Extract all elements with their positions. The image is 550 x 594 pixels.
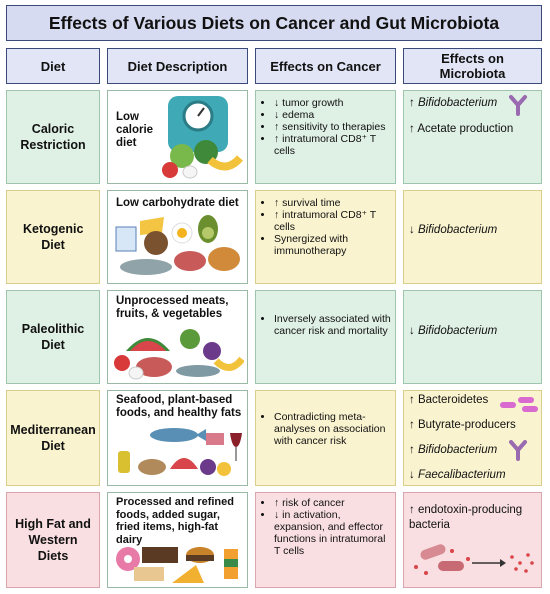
bacteroidetes-icon (500, 397, 538, 412)
cancer-effect: ↓ tumor growth (274, 97, 391, 109)
microbiota-cell-paleolithic: ↓ Bifidobacterium (403, 290, 542, 384)
microbiota-effect: ↓ Bifidobacterium (409, 325, 498, 337)
microbiota-cell-caloric: ↑ Bifidobacterium ↑ Acetate production (403, 90, 542, 184)
cancer-effect: Inversely associated with cancer risk an… (274, 313, 391, 337)
diet-paleolithic: Paleolithic Diet (6, 290, 100, 384)
cancer-effect: ↑ sensitivity to therapies (274, 121, 391, 133)
microbiota-effect: ↑ Bifidobacterium (409, 444, 498, 456)
cancer-cell-paleolithic: Inversely associated with cancer risk an… (255, 290, 396, 384)
description-text: Unprocessed meats, fruits, & vegetables (116, 295, 229, 320)
description-cell-western: Processed and refined foods, added sugar… (107, 492, 248, 588)
description-text: Processed and refined foods, added sugar… (116, 496, 234, 546)
microbiota-effect: ↑ Bifidobacterium (409, 97, 498, 109)
bifidobacterium-icon (509, 440, 527, 461)
header-description: Diet Description (107, 48, 248, 84)
description-cell-mediterranean: Seafood, plant-based foods, and healthy … (107, 390, 248, 486)
microbiota-effect: ↑ Bacteroidetes (409, 394, 489, 406)
keto-food-icon (115, 215, 240, 275)
cancer-effect: ↑ risk of cancer (274, 497, 391, 509)
paleo-food-icon (114, 329, 244, 380)
scale-food-icon (162, 96, 244, 179)
figure-title: Effects of Various Diets on Cancer and G… (6, 5, 542, 41)
cancer-effect: ↑ intratumoral CD8⁺ T cells (274, 133, 391, 157)
cancer-cell-mediterranean: Contradicting meta-analyses on associati… (255, 390, 396, 486)
diet-caloric-restriction: Caloric Restriction (6, 90, 100, 184)
description-text: Low calorie diet (116, 111, 154, 149)
header-microbiota: Effects on Microbiota (403, 48, 542, 84)
cancer-effect: ↑ survival time (274, 197, 391, 209)
cancer-cell-western: ↑ risk of cancer ↓ in activation, expans… (255, 492, 396, 588)
endotoxin-release-icon (414, 544, 534, 575)
diet-high-fat-western: High Fat and Western Diets (6, 492, 100, 588)
microbiota-cell-mediterranean: ↑ Bacteroidetes ↑ Butyrate-producers ↑ B… (403, 390, 542, 486)
microbiota-cell-ketogenic: ↓ Bifidobacterium (403, 190, 542, 284)
description-text: Low carbohydrate diet (116, 197, 239, 209)
description-text: Seafood, plant-based foods, and healthy … (116, 394, 242, 419)
western-food-icon (116, 547, 238, 583)
description-cell-paleolithic: Unprocessed meats, fruits, & vegetables (107, 290, 248, 384)
cancer-effect: ↓ in activation, expansion, and effector… (274, 509, 391, 557)
cancer-cell-caloric: ↓ tumor growth ↓ edema ↑ sensitivity to … (255, 90, 396, 184)
microbiota-effect: ↓ Bifidobacterium (409, 224, 498, 236)
mediterranean-food-icon (118, 428, 242, 476)
header-diet: Diet (6, 48, 100, 84)
microbiota-effect: ↓ Faecalibacterium (409, 469, 506, 481)
microbiota-effect: ↑ Acetate production (409, 123, 514, 135)
cancer-effect: Contradicting meta-analyses on associati… (274, 411, 391, 447)
cancer-effect: ↑ intratumoral CD8⁺ T cells (274, 209, 391, 233)
microbiota-effect: ↑ endotoxin-producing bacteria (409, 504, 523, 531)
diet-mediterranean: Mediterranean Diet (6, 390, 100, 486)
diet-ketogenic: Ketogenic Diet (6, 190, 100, 284)
microbiota-effect: ↑ Butyrate-producers (409, 419, 516, 431)
microbiota-cell-western: ↑ endotoxin-producing bacteria (403, 492, 542, 588)
description-cell-ketogenic: Low carbohydrate diet (107, 190, 248, 284)
cancer-effect: ↓ edema (274, 109, 391, 121)
cancer-effect: Synergized with immunotherapy (274, 233, 391, 257)
cancer-cell-ketogenic: ↑ survival time ↑ intratumoral CD8⁺ T ce… (255, 190, 396, 284)
description-cell-caloric: Low calorie diet (107, 90, 248, 184)
bifidobacterium-icon (509, 95, 527, 116)
header-cancer: Effects on Cancer (255, 48, 396, 84)
